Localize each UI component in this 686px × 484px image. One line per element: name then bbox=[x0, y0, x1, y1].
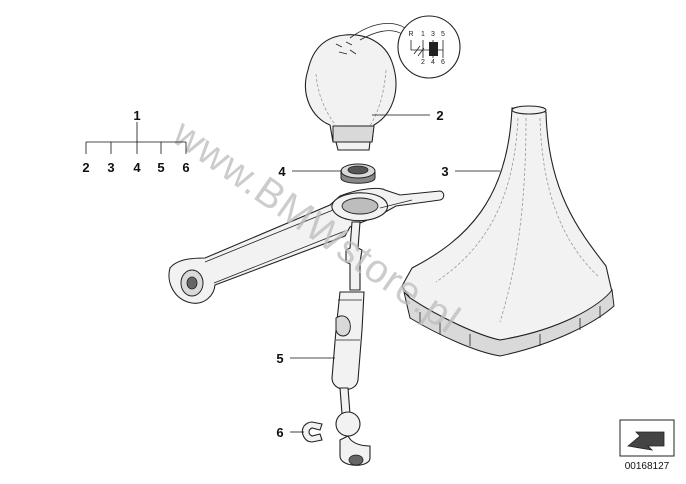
shift-lever bbox=[168, 187, 445, 304]
shift-rod bbox=[331, 221, 371, 466]
callout-group-3: 3 bbox=[107, 160, 114, 175]
shift-label-4: 4 bbox=[431, 59, 435, 66]
callout-group-5: 5 bbox=[157, 160, 164, 175]
reference-box: 00168127 bbox=[619, 419, 675, 472]
shift-label-r: R bbox=[408, 31, 413, 38]
callout-group-2: 2 bbox=[82, 160, 89, 175]
leader-lines bbox=[85, 114, 500, 433]
reference-number: 00168127 bbox=[625, 461, 670, 472]
gear-boot bbox=[401, 105, 615, 357]
callout-5: 5 bbox=[276, 351, 283, 366]
watermark-text: www.BMWstore.pl bbox=[164, 111, 468, 342]
gear-knob bbox=[304, 34, 397, 151]
retaining-clip bbox=[301, 421, 323, 443]
callout-group-4: 4 bbox=[133, 160, 141, 175]
shift-label-3: 3 bbox=[431, 31, 435, 38]
callout-1: 1 bbox=[133, 108, 140, 123]
callout-group-6: 6 bbox=[182, 160, 189, 175]
callout-3: 3 bbox=[441, 164, 448, 179]
shift-pattern-detail: R 1 3 5 2 4 6 bbox=[349, 15, 461, 79]
callout-labels: 1 2 3 4 5 6 2 3 4 5 6 bbox=[82, 108, 448, 440]
shift-label-5: 5 bbox=[441, 31, 445, 38]
arrow-icon bbox=[627, 431, 665, 451]
bushing bbox=[340, 163, 376, 184]
callout-6: 6 bbox=[276, 425, 283, 440]
callout-2: 2 bbox=[436, 108, 443, 123]
shift-label-2: 2 bbox=[421, 59, 425, 66]
shift-label-6: 6 bbox=[441, 59, 445, 66]
callout-4: 4 bbox=[278, 164, 286, 179]
shift-label-1: 1 bbox=[421, 31, 425, 38]
